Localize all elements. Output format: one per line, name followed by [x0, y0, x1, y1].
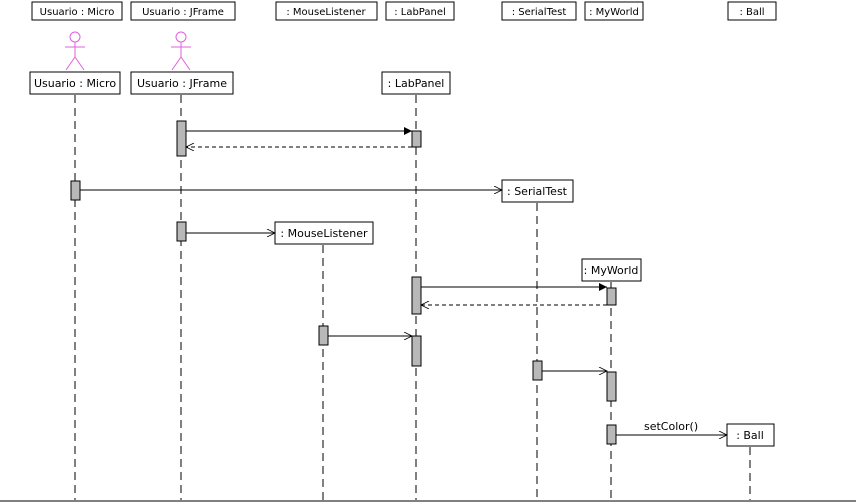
message-label: setColor() — [644, 420, 698, 433]
actor-label: Usuario : JFrame — [137, 77, 227, 90]
header-tab-label: Usuario : JFrame — [142, 7, 224, 18]
object-labpanel[interactable]: : LabPanel — [381, 71, 451, 95]
header-tab-ball[interactable]: : Ball — [727, 1, 777, 21]
activation-bar[interactable] — [606, 287, 617, 306]
object-mouselistener[interactable]: : MouseListener — [274, 221, 374, 245]
activation-bar[interactable] — [606, 424, 617, 445]
header-tab-labpanel[interactable]: : LabPanel — [385, 1, 455, 21]
activation-bar[interactable] — [70, 180, 81, 201]
object-label: : MouseListener — [280, 227, 368, 240]
header-tab-label: Usuario : Micro — [40, 7, 115, 18]
object-label: : SerialTest — [507, 185, 568, 198]
actor-usuario-jframe[interactable]: Usuario : JFrame — [130, 71, 234, 95]
activation-bar[interactable] — [532, 360, 543, 381]
activation-bar[interactable] — [411, 335, 422, 367]
object-myworld[interactable]: : MyWorld — [581, 258, 642, 282]
activation-bar[interactable] — [176, 120, 187, 157]
actor-usuario-micro[interactable]: Usuario : Micro — [29, 71, 121, 95]
activation-bars — [70, 120, 617, 445]
object-label: : LabPanel — [388, 77, 445, 90]
header-tab-myworld[interactable]: : MyWorld — [584, 1, 644, 21]
object-label: : MyWorld — [584, 264, 639, 277]
header-bar: Usuario : Micro Usuario : JFrame : Mouse… — [31, 1, 777, 21]
activation-bar[interactable] — [411, 276, 422, 315]
header-tab-usuario-micro[interactable]: Usuario : Micro — [31, 1, 123, 21]
header-tab-mouselistener[interactable]: : MouseListener — [275, 1, 378, 21]
header-tab-label: : MouseListener — [286, 7, 366, 18]
object-label: : Ball — [736, 429, 764, 442]
stick-figure-icon — [65, 31, 85, 71]
object-serialtest[interactable]: : SerialTest — [501, 179, 574, 203]
object-ball[interactable]: : Ball — [726, 423, 775, 447]
header-tab-label: : Ball — [739, 7, 764, 18]
stick-figure-icon — [171, 31, 191, 71]
activation-bar[interactable] — [176, 221, 187, 242]
messages — [80, 127, 727, 435]
header-tab-serialtest[interactable]: : SerialTest — [501, 1, 577, 21]
activation-bar[interactable] — [606, 371, 617, 402]
header-tab-label: : LabPanel — [394, 7, 446, 18]
header-tab-label: : MyWorld — [589, 7, 639, 18]
header-tab-label: : SerialTest — [512, 7, 567, 18]
activation-bar[interactable] — [318, 325, 329, 346]
activation-bar[interactable] — [411, 130, 422, 148]
header-tab-usuario-jframe[interactable]: Usuario : JFrame — [130, 1, 236, 21]
actor-label: Usuario : Micro — [34, 77, 116, 90]
